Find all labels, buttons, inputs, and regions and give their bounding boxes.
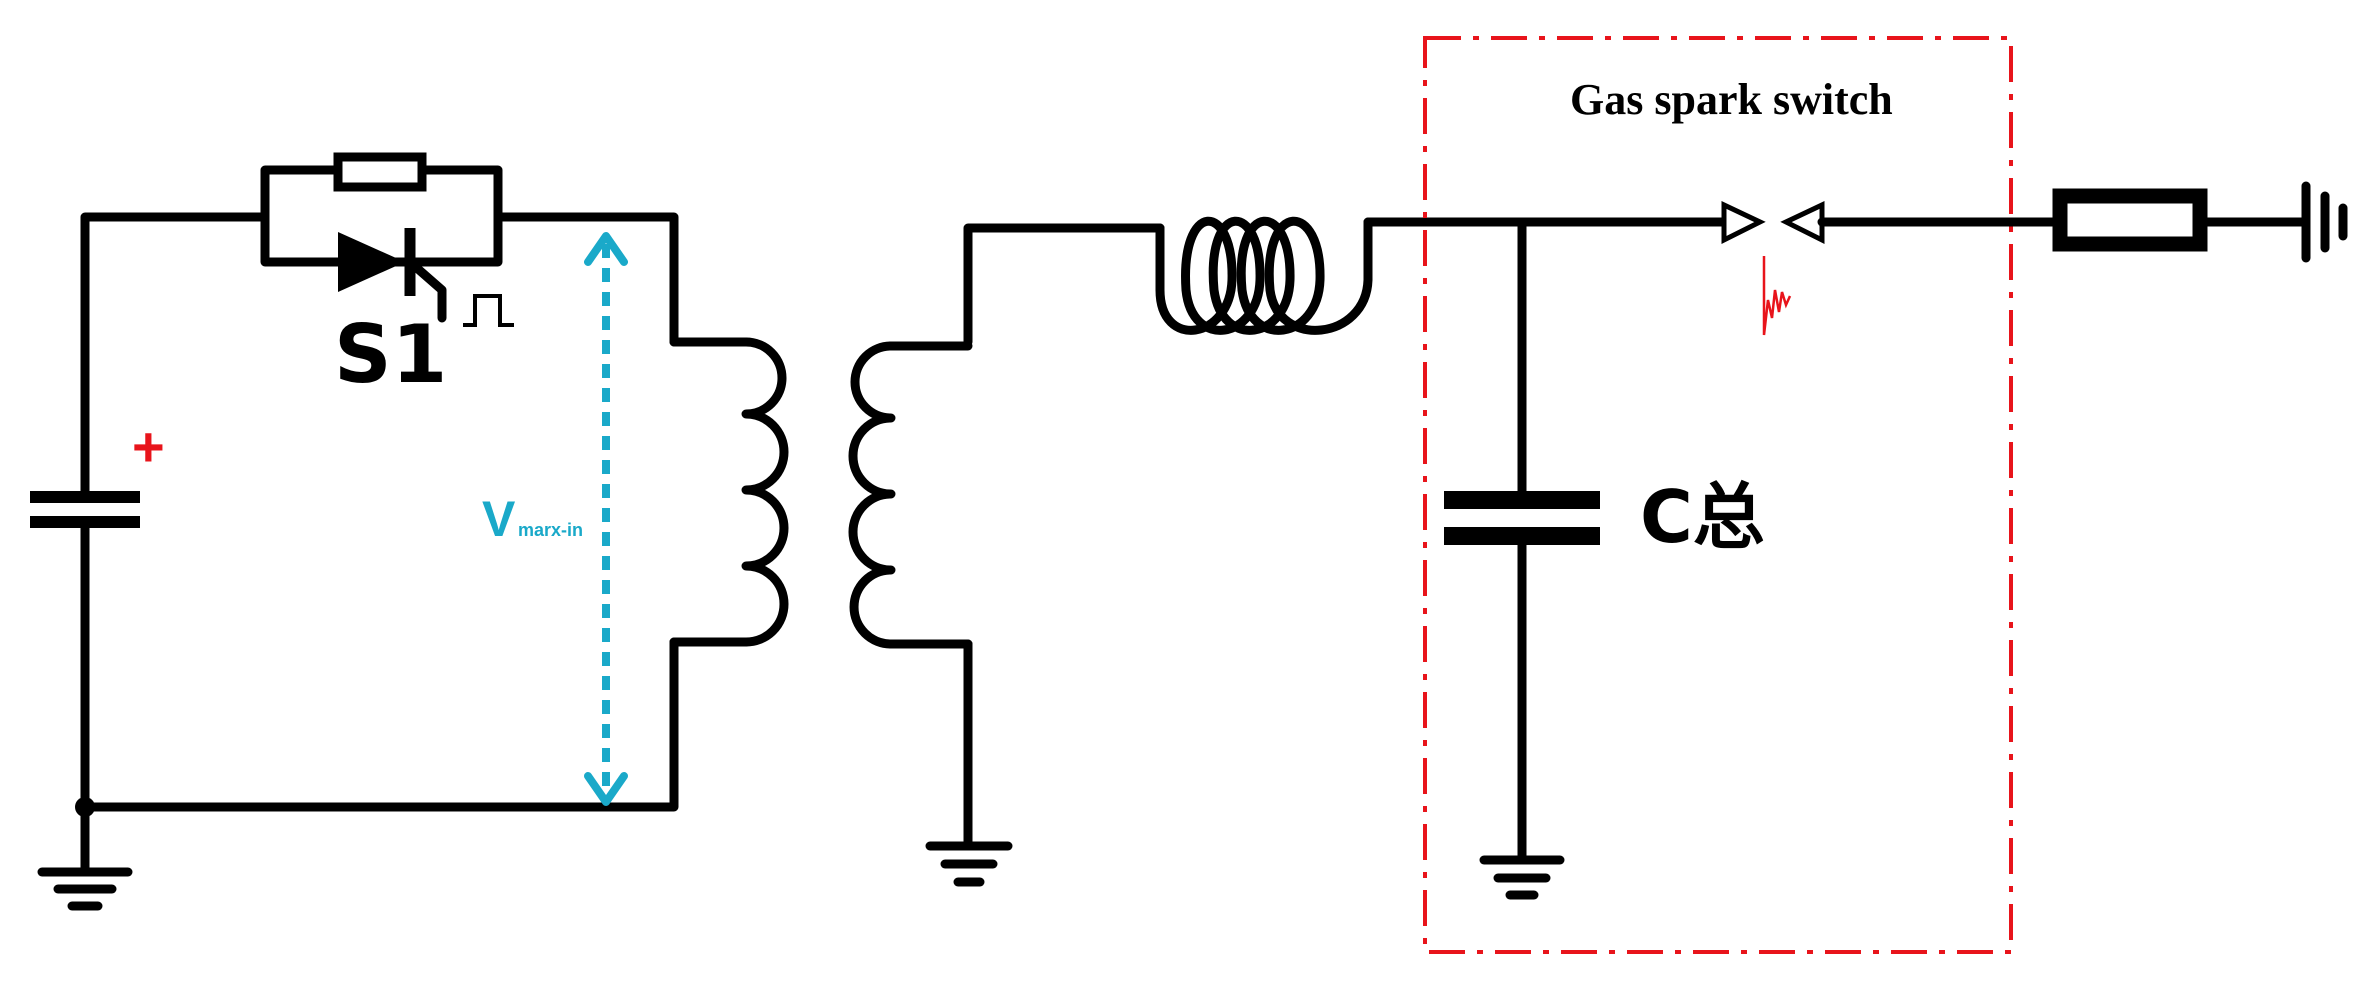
voltage-arrow-head-bottom	[584, 772, 628, 806]
spark-icon	[1762, 256, 1792, 336]
wire-s1-to-transformer	[493, 212, 679, 347]
ground-middle-icon	[925, 841, 1013, 887]
inductor	[1155, 216, 1727, 335]
ground-right-icon	[1479, 855, 1565, 900]
voltage-label-main: V	[482, 491, 516, 547]
voltage-label-subscript: marx-in	[518, 520, 583, 540]
spark-gap-electrode-left	[1721, 201, 1766, 245]
inductor-coil	[1155, 216, 1373, 335]
switch-s1-label: S1	[334, 308, 447, 401]
secondary-lead-top	[963, 223, 1165, 347]
spark-gap-electrode-right	[1780, 201, 1825, 245]
wire-bottom-return	[80, 637, 679, 812]
thyristor-gate-lead	[405, 257, 447, 323]
gas-spark-switch-box	[1423, 36, 2059, 954]
gas-spark-switch-label: Gas spark switch	[1570, 75, 1893, 124]
voltage-arrow-head-top	[584, 232, 628, 266]
capacitor-total-label: C总	[1640, 475, 1765, 559]
ground-left-icon	[37, 802, 133, 911]
square-pulse-icon	[463, 294, 514, 327]
load-resistor	[2052, 188, 2208, 252]
voltage-arrow	[584, 232, 628, 806]
thyristor-triangle	[338, 232, 405, 292]
dashed-enclosure	[1423, 36, 2013, 954]
load	[2052, 181, 2348, 263]
parallel-resistor	[333, 152, 427, 192]
polarity-mark: +	[132, 415, 165, 478]
secondary-coil	[848, 341, 896, 649]
primary-circuit	[30, 212, 679, 911]
transformer	[669, 223, 1165, 887]
primary-coil	[741, 337, 789, 647]
switch-s1	[260, 152, 679, 347]
ground-output-icon	[2301, 181, 2348, 263]
wire-left-top	[80, 212, 270, 445]
